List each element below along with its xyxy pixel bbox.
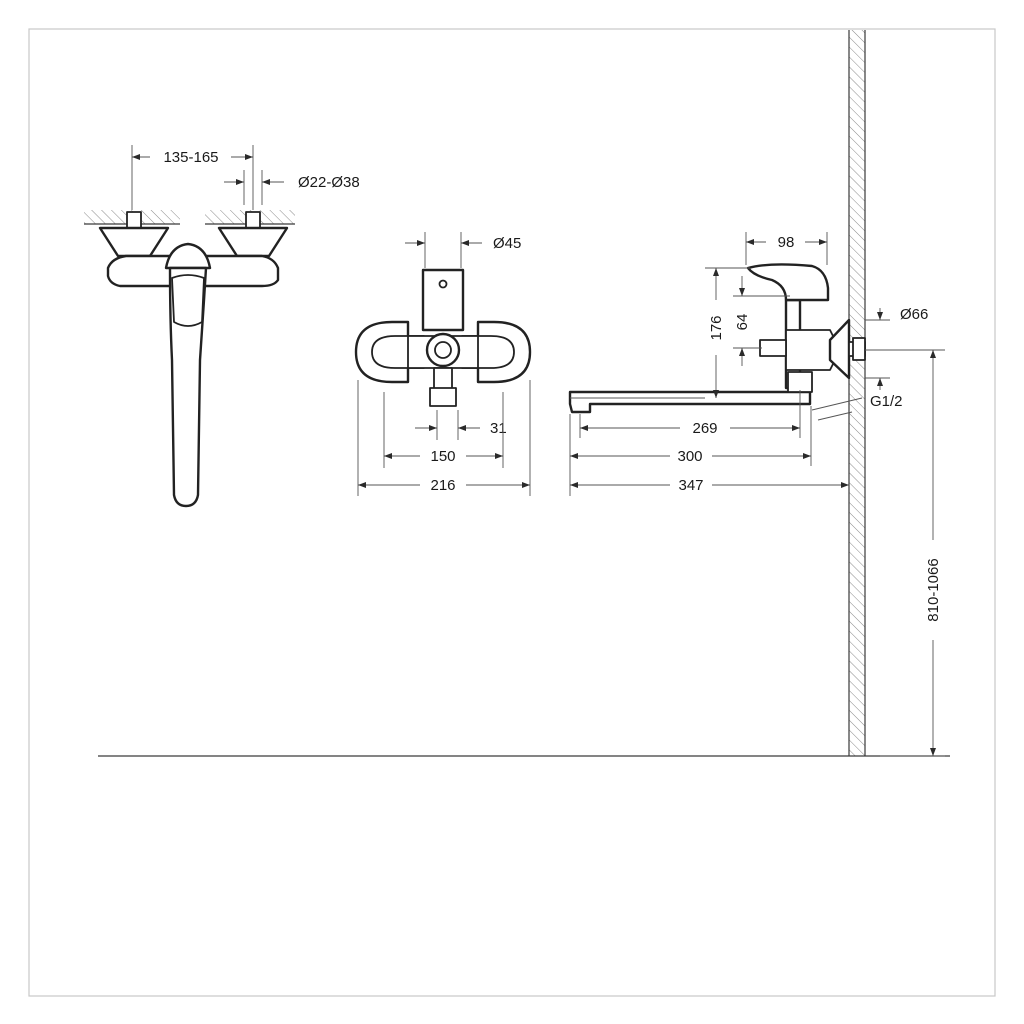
- dim-center-offset: 31: [490, 420, 507, 437]
- dim-body-span: 150: [430, 448, 455, 465]
- dim-spacing: 135-165: [163, 149, 218, 166]
- side-view: 98 176 64 Ø66 G1/2 2: [568, 232, 945, 757]
- drawing-frame: [28, 28, 996, 997]
- dim-spout-347: 347: [678, 477, 703, 494]
- dim-height-axis: 64: [734, 314, 751, 331]
- dim-total-width: 216: [430, 477, 455, 494]
- dim-escutcheon-diameter: Ø66: [900, 306, 928, 323]
- top-view: Ø45 31 150 216: [354, 232, 532, 496]
- dim-install-height: 810-1066: [925, 558, 942, 621]
- dim-spout-269: 269: [692, 420, 717, 437]
- front-view: 135-165 Ø22-Ø38: [84, 145, 360, 508]
- dim-connection-diameter: Ø22-Ø38: [298, 174, 360, 191]
- dim-height-lever: 98: [778, 234, 795, 251]
- dim-body-diameter: Ø45: [493, 235, 521, 252]
- wall: [848, 30, 866, 756]
- dim-spout-300: 300: [677, 448, 702, 465]
- dim-thread: G1/2: [870, 393, 903, 410]
- dim-height-total: 176: [708, 315, 725, 340]
